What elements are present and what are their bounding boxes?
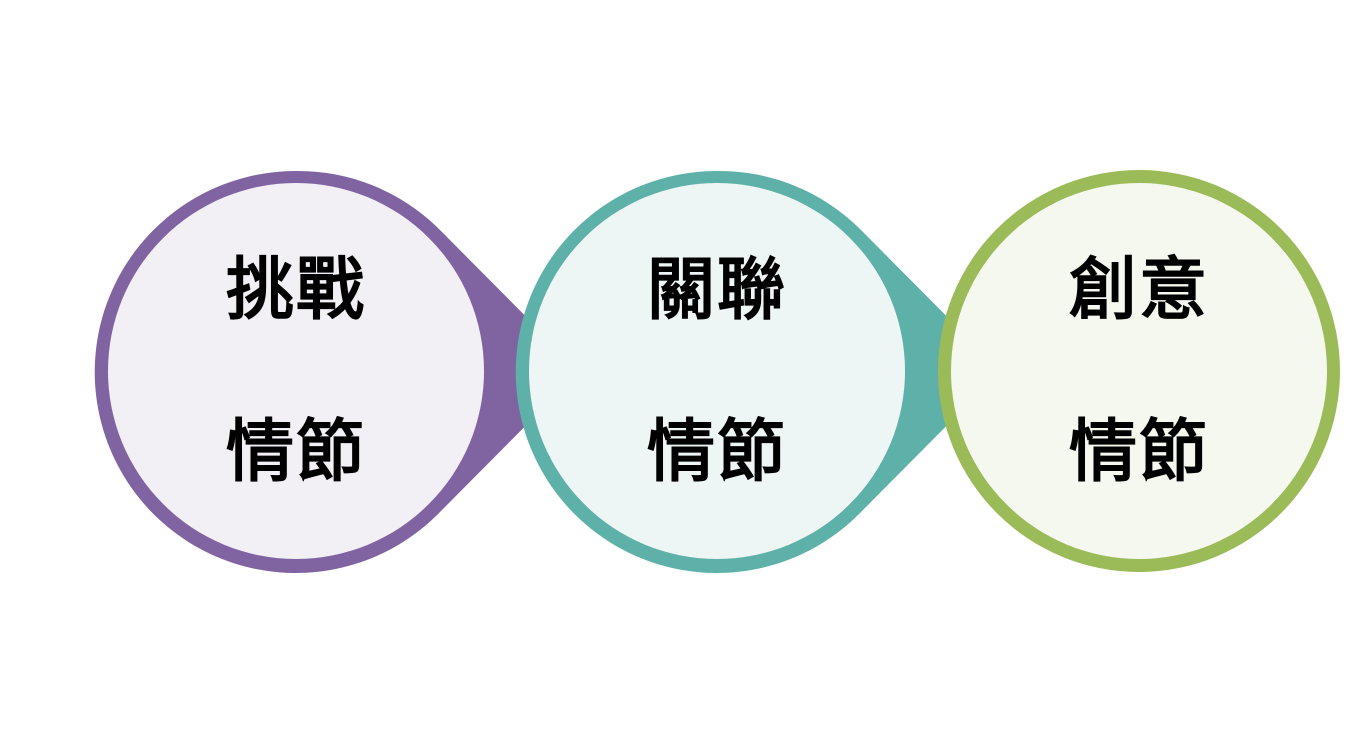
- node-2-inner-circle: [529, 183, 905, 559]
- node-3-subtitle: 情節: [1069, 413, 1209, 492]
- node-1-inner-circle: [108, 183, 484, 559]
- node-1-title: 挑戰: [226, 251, 366, 330]
- node-2-title: 關聯: [647, 251, 787, 330]
- process-node-1: 挑戰 情節: [94, 170, 580, 573]
- node-3-title: 創意: [1069, 251, 1209, 330]
- node-3-inner-circle: [951, 183, 1327, 559]
- node-1-subtitle: 情節: [226, 413, 366, 492]
- process-node-2: 關聯 情節: [515, 170, 1001, 573]
- process-node-3: 創意 情節: [938, 170, 1340, 572]
- node-2-subtitle: 情節: [647, 413, 787, 492]
